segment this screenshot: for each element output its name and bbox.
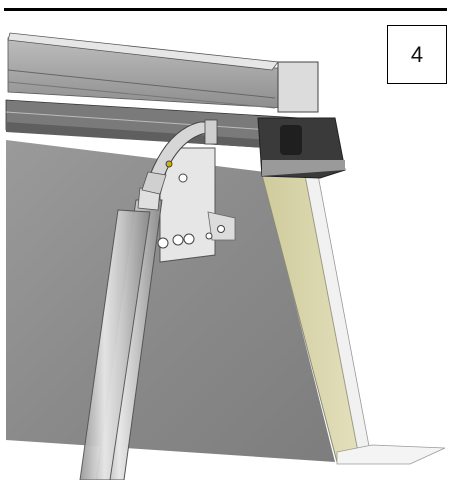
wall-face	[6, 140, 335, 462]
roof-frame-top	[7, 37, 319, 111]
telescopic-pole-outer	[79, 209, 151, 480]
base-plate	[336, 444, 446, 465]
step-number-box: 4	[387, 25, 447, 84]
top-rule	[4, 8, 447, 11]
step-number: 4	[410, 41, 424, 67]
